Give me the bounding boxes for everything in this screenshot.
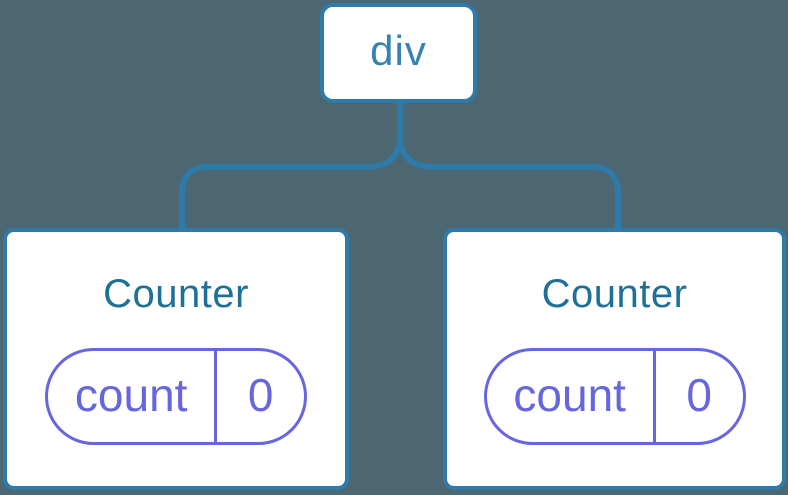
state-value: 0 bbox=[247, 368, 274, 421]
counter-card-left: Counter count 0 bbox=[3, 228, 349, 490]
state-value: 0 bbox=[686, 368, 712, 421]
state-pill: count 0 bbox=[483, 348, 746, 445]
state-key: count bbox=[487, 351, 656, 442]
root-node-div: div bbox=[320, 3, 477, 103]
state-key: count bbox=[48, 351, 218, 442]
counter-card-right: Counter count 0 bbox=[443, 228, 786, 490]
component-title: Counter bbox=[103, 272, 249, 316]
root-node-label: div bbox=[370, 27, 427, 74]
component-title: Counter bbox=[541, 272, 688, 316]
connector-left-branch bbox=[179, 101, 403, 230]
connector-right-branch bbox=[397, 101, 621, 230]
state-pill: count 0 bbox=[45, 348, 307, 445]
